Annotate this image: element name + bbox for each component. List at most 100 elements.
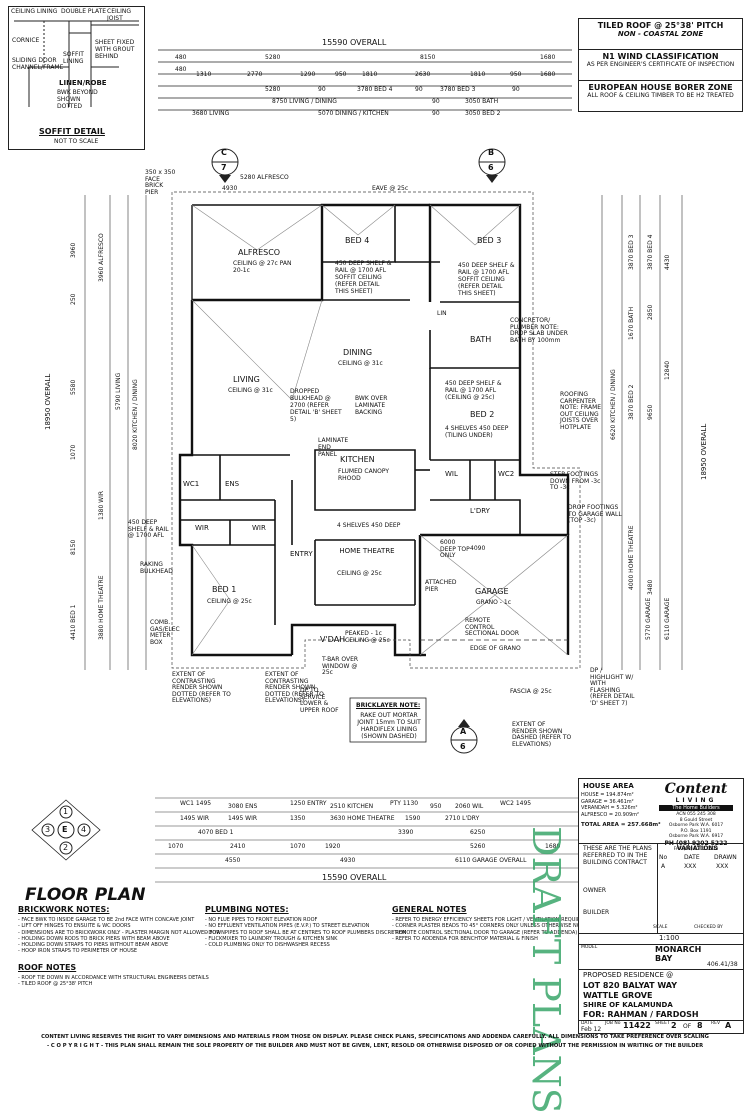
bot4-1: 2410 bbox=[230, 843, 246, 850]
section-marker-a6 bbox=[450, 719, 478, 754]
note-alfresco-4930: 4930 bbox=[222, 185, 238, 192]
area-alfresco: ALFRESCO = 20.909m² bbox=[581, 811, 640, 818]
overall-top: 15590 OVERALL bbox=[322, 38, 387, 47]
these-plans-note: THESE ARE THE PLANS REFERRED TO IN THE B… bbox=[583, 845, 652, 866]
bot5-0: 4550 bbox=[225, 857, 241, 864]
top-dim4-1: 90 bbox=[432, 98, 440, 105]
top-dim2-7: 1810 bbox=[470, 71, 486, 78]
wind-class: N1 WIND CLASSIFICATION bbox=[602, 52, 719, 61]
checked-label: CHECKED BY bbox=[694, 925, 723, 930]
borer-sub: ALL ROOF & CEILING TIMBER TO BE H2 TREAT… bbox=[587, 92, 734, 99]
room-wil: WIL bbox=[445, 470, 458, 478]
company-suburb: Osborne Park W.A. 6017 bbox=[668, 823, 724, 828]
general-title: GENERAL NOTES bbox=[392, 905, 467, 914]
right-mid-1: 1670 BATH bbox=[628, 306, 635, 340]
plumbing-line: - DOWNPIPES TO ROOF SHALL BE AT CENTRES … bbox=[205, 929, 407, 936]
brand-name: Content bbox=[664, 781, 728, 797]
roof-note-line: - TILED ROOF @ 25°38' PITCH bbox=[18, 981, 93, 988]
title-block: HOUSE AREA HOUSE = 194.874m² GARAGE = 36… bbox=[578, 778, 744, 1034]
note-shelf-wir: 450 DEEP SHELF & RAIL @ 1700 AFL bbox=[128, 519, 169, 539]
note-shelf-bed2: 450 DEEP SHELF & RAIL @ 1700 AFL (CEILIN… bbox=[445, 380, 502, 401]
top-dim5-2: 90 bbox=[432, 110, 440, 117]
brickwork-line: - LIFT OFF HINGES TO ENSUITE & WC DOORS bbox=[18, 923, 131, 930]
general-line: - REMOTE CONTROL SECTIONAL DOOR TO GARAG… bbox=[392, 929, 578, 936]
var-col-no: No bbox=[659, 854, 668, 861]
soffit-label-sheet-fixed: SHEET FIXED WITH GROUT BEHIND bbox=[95, 39, 135, 60]
bot4-3: 1920 bbox=[325, 843, 341, 850]
area-verandah: VERANDAH = 5.326m² bbox=[581, 805, 638, 811]
soffit-title: SOFFIT DETAIL bbox=[39, 127, 105, 136]
top-dim2-0: 480 bbox=[175, 66, 187, 73]
soffit-label-linen-robe: LINEN/ROBE bbox=[59, 79, 107, 87]
bot4-5: 1680 bbox=[545, 843, 561, 850]
note-roofing: ROOFING CARPENTER NOTE: FRAME OUT CEILIN… bbox=[560, 391, 602, 431]
room-living: LIVING bbox=[233, 375, 260, 384]
draft-text: DRAFT PLANS bbox=[524, 826, 568, 1114]
var-row-drawn: XXX bbox=[716, 863, 729, 870]
bot1-2: 3080 ENS bbox=[228, 803, 258, 810]
overall-right: 18950 OVERALL bbox=[700, 423, 708, 480]
bricklayer-body: RAKE OUT MORTAR JOINT 15mm TO SUIT HARDI… bbox=[357, 712, 421, 740]
room-dining-ceil: CEILING @ 31c bbox=[338, 360, 383, 367]
coastal-zone: NON - COASTAL ZONE bbox=[617, 30, 704, 38]
area-house: HOUSE = 194.874m² bbox=[581, 792, 634, 798]
bricklayer-title: BRICKLAYER NOTE: bbox=[356, 702, 421, 709]
note-shelves-bed2: 4 SHELVES 450 DEEP (TILING UNDER) bbox=[445, 425, 509, 439]
right-outer-2: 4430 bbox=[664, 254, 671, 270]
bot2-10: 2710 L'DRY bbox=[445, 815, 480, 822]
top-dim3-4: 3780 BED 3 bbox=[440, 86, 476, 93]
bot1-13: WC2 1495 bbox=[500, 800, 532, 807]
compass-2: 2 bbox=[63, 843, 69, 852]
b6-letter: B bbox=[488, 148, 495, 157]
date-value: Feb 12 bbox=[581, 1026, 602, 1033]
top-dim3-2: 3780 BED 4 bbox=[357, 86, 393, 93]
soffit-label-ceiling-joist: CEILING JOIST bbox=[107, 8, 131, 22]
top-dim2-6: 2630 bbox=[415, 71, 431, 78]
company-street: 8 Gould Street bbox=[679, 817, 713, 823]
top-dim3-3: 90 bbox=[415, 86, 423, 93]
brickwork-line: - HOOP IRON STRAPS TO PERIMETER OF HOUSE bbox=[18, 948, 138, 955]
bot1-11: 2060 WIL bbox=[455, 803, 484, 810]
top-dimension-lines bbox=[158, 49, 572, 111]
right-outer-1: 2850 bbox=[647, 304, 654, 320]
compass-3: 3 bbox=[45, 825, 51, 834]
room-wc2: WC2 bbox=[498, 470, 515, 478]
roof-pitch: TILED ROOF @ 25°38' PITCH bbox=[597, 21, 724, 30]
room-garage-sub: GRANO - 1c bbox=[476, 599, 511, 606]
room-linen: LIN bbox=[437, 310, 447, 317]
general-line: - REFER TO ENERGY EFFICIENCY SHEETS FOR … bbox=[392, 917, 601, 923]
room-wir1: WIR bbox=[195, 524, 209, 532]
shire-name: SHIRE OF KALAMUNDA bbox=[583, 1001, 673, 1009]
builder-label: BUILDER bbox=[583, 909, 610, 916]
right-outer-3: 12840 bbox=[664, 360, 671, 380]
bot2-2: 1495 WIR bbox=[228, 815, 258, 822]
bot1-10: 950 bbox=[430, 803, 442, 810]
total-area: TOTAL AREA = 257.668m² bbox=[581, 822, 661, 828]
bot4-4: 5260 bbox=[470, 843, 486, 850]
room-dining: DINING bbox=[343, 348, 373, 357]
left-mid-5: 3880 HOME THEATRE bbox=[98, 575, 105, 640]
left-dim-2: 5580 bbox=[70, 379, 77, 395]
note-tbar: T-BAR OVER WINDOW @ 25c bbox=[322, 656, 359, 676]
house-area-lines: HOUSE = 194.874m² GARAGE = 36.461m² VERA… bbox=[581, 792, 649, 818]
variations-title: VARIATIONS bbox=[677, 845, 718, 852]
note-edge-grano: EDGE OF GRANO bbox=[470, 645, 521, 652]
note-attached-pier: ATTACHED PIER bbox=[425, 579, 457, 593]
soffit-drawing bbox=[14, 20, 139, 107]
soffit-label-cornice: CORNICE bbox=[12, 37, 40, 44]
room-entry: ENTRY bbox=[290, 550, 313, 558]
top-dim2-8: 950 bbox=[510, 71, 522, 78]
model-code: 406.41/38 bbox=[707, 961, 738, 968]
var-row-date: XXX bbox=[684, 863, 697, 870]
house-area-title: HOUSE AREA bbox=[583, 782, 634, 790]
compass-1: 1 bbox=[63, 807, 69, 816]
room-kitchen-sub: FLUMED CANOPY RHOOD bbox=[338, 468, 390, 482]
rev-label: REV bbox=[711, 1021, 721, 1026]
notes-section: BRICKWORK NOTES: - FACE BWK TO INSIDE GA… bbox=[10, 905, 615, 1023]
note-shelf-bed4: 450 DEEP SHELF & RAIL @ 1700 AFL SOFFIT … bbox=[335, 260, 392, 295]
plumbing-line: - NO FLUE PIPES TO FRONT ELEVATION ROOF bbox=[205, 917, 318, 923]
bot1-4: 1250 ENTRY bbox=[290, 800, 327, 807]
compass-e: E bbox=[62, 825, 68, 834]
top-dim5-0: 3680 LIVING bbox=[192, 110, 230, 117]
area-garage: GARAGE = 36.461m² bbox=[581, 798, 634, 805]
